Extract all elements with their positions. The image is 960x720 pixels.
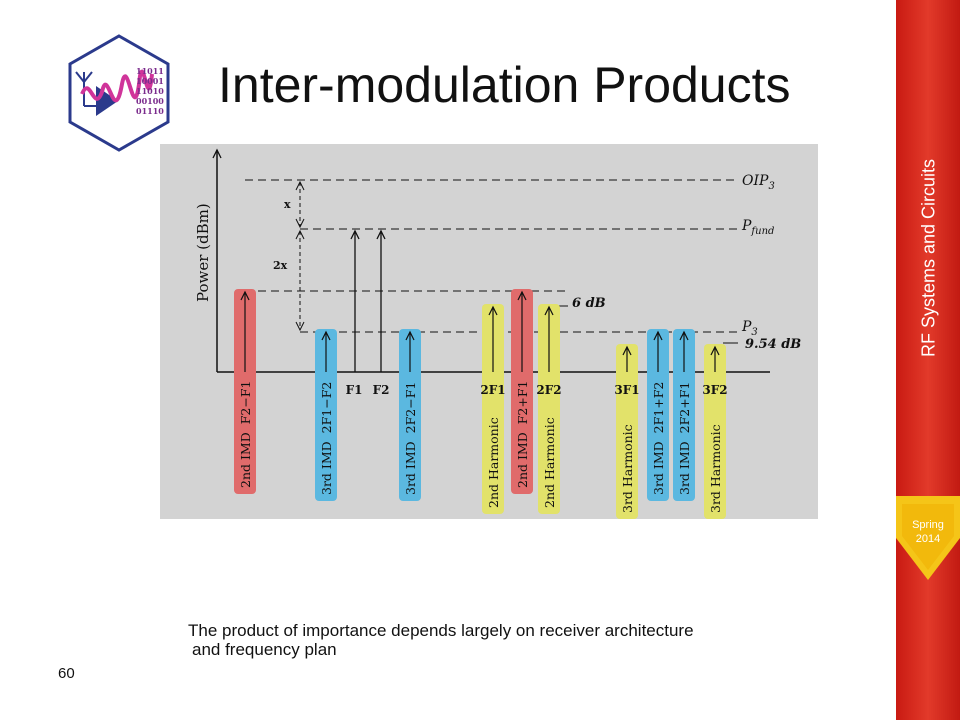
product-name: 2nd IMD <box>515 432 530 488</box>
product-arrow-head <box>517 290 527 301</box>
x-label: x <box>284 198 291 211</box>
two-x-label: 2x <box>273 259 288 272</box>
pfund-label: Pfund <box>741 218 774 237</box>
product-band: 3rd IMD 2F1+F2 <box>647 329 669 501</box>
course-title: RF Systems and Circuits <box>918 158 939 358</box>
product-band: 2nd Harmonic 2F1 <box>480 304 506 514</box>
sidebar-band <box>896 0 960 720</box>
product-name: 3rd IMD <box>319 441 334 495</box>
product-name: 3rd IMD <box>651 441 666 495</box>
product-band-fill <box>399 329 421 501</box>
product-name: 3rd IMD <box>677 441 692 495</box>
product-band-fill <box>704 344 726 519</box>
product-band-fill <box>538 304 560 514</box>
product-band-fill <box>315 329 337 501</box>
fundamental-f1-arrow <box>350 229 360 372</box>
p3-label: P3 <box>741 319 758 338</box>
product-arrow-head <box>488 305 498 316</box>
product-arrow-head <box>240 290 250 301</box>
product-name: 2nd Harmonic <box>486 417 501 508</box>
product-label: 2nd Harmonic <box>486 417 501 508</box>
product-name: 2nd Harmonic <box>542 417 557 508</box>
product-frequency: F2+F1 <box>515 381 530 425</box>
product-band: 3rd IMD 2F2−F1 <box>399 329 421 501</box>
product-frequency: 2F2−F1 <box>403 382 418 434</box>
product-arrow-head <box>622 345 632 356</box>
two-x-dimension <box>295 229 305 332</box>
y-axis-label: Power (dBm) <box>194 203 212 302</box>
product-label: 3rd IMD 2F1−F2 <box>319 382 334 495</box>
svg-text:11010: 11010 <box>136 86 164 96</box>
product-frequency: 2F2+F1 <box>677 382 692 434</box>
fundamental-f2-label: F2 <box>373 383 390 397</box>
product-band-fill <box>482 304 504 514</box>
product-band: 2nd Harmonic 2F2 <box>536 304 562 514</box>
product-band-fill <box>234 289 256 494</box>
product-frequency: 2F1 <box>480 383 505 397</box>
product-label: 2nd IMD F2+F1 <box>515 381 530 488</box>
product-arrow-head <box>321 330 331 341</box>
product-band-fill <box>673 329 695 501</box>
six-db-label: 6 dB <box>572 296 606 311</box>
product-label: 3rd Harmonic <box>620 424 635 513</box>
product-label: 3rd IMD 2F2−F1 <box>403 382 418 495</box>
product-frequency: 2F2 <box>536 383 561 397</box>
university-logo: 11011 10001 11010 00100 01110 <box>68 34 170 152</box>
product-band-fill <box>511 289 533 494</box>
binary-text: 11011 10001 11010 00100 01110 <box>136 66 164 116</box>
product-frequency: F2−F1 <box>238 381 253 425</box>
product-label: 2nd Harmonic <box>542 417 557 508</box>
slide-number: 60 <box>58 665 75 682</box>
oip3-label: OIP3 <box>742 173 775 192</box>
product-bands: 2nd IMD F2−F1 3rd IMD 2F1−F2 3rd IMD 2F2−F1 2n… <box>234 289 728 519</box>
product-frequency: 3F2 <box>702 383 727 397</box>
product-frequency: 2F1−F2 <box>319 382 334 434</box>
nine-db-label: 9.54 dB <box>745 337 801 352</box>
intermodulation-diagram: Power (dBm) OIP3 Pfund P3 6 dB 9.54 dB x… <box>160 144 818 519</box>
product-label: 3rd IMD 2F1+F2 <box>651 382 666 495</box>
product-name: 3rd Harmonic <box>708 424 723 513</box>
svg-text:10001: 10001 <box>136 76 164 86</box>
product-arrow-head <box>679 330 689 341</box>
product-band-fill <box>616 344 638 519</box>
product-band: 3rd Harmonic 3F2 <box>702 344 728 519</box>
slide-title: Inter-modulation Products <box>218 57 791 113</box>
fundamental-f1-label: F1 <box>346 383 363 397</box>
product-label: 3rd IMD 2F2+F1 <box>677 382 692 495</box>
product-label: 3rd Harmonic <box>708 424 723 513</box>
product-arrow-head <box>544 305 554 316</box>
product-label: 2nd IMD F2−F1 <box>238 381 253 488</box>
term-badge <box>896 496 960 580</box>
svg-text:11011: 11011 <box>136 66 164 76</box>
product-name: 2nd IMD <box>238 432 253 488</box>
product-arrow-head <box>405 330 415 341</box>
product-band: 3rd IMD 2F1−F2 <box>315 329 337 501</box>
product-arrow-head <box>710 345 720 356</box>
product-arrow-head <box>653 330 663 341</box>
product-name: 3rd IMD <box>403 441 418 495</box>
product-name: 3rd Harmonic <box>620 424 635 513</box>
fundamental-f2-arrow <box>376 229 386 372</box>
product-frequency: 2F1+F2 <box>651 382 666 434</box>
waveform-icon <box>80 69 154 103</box>
svg-text:01110: 01110 <box>136 106 164 116</box>
product-band: 2nd IMD F2−F1 <box>234 289 256 494</box>
product-band: 3rd IMD 2F2+F1 <box>673 329 695 501</box>
product-band-fill <box>647 329 669 501</box>
product-band: 3rd Harmonic 3F1 <box>614 344 640 519</box>
product-band: 2nd IMD F2+F1 <box>511 289 533 494</box>
svg-text:00100: 00100 <box>136 96 164 106</box>
caption-text: The product of importance depends largel… <box>188 621 694 659</box>
x-dimension <box>295 180 305 229</box>
product-frequency: 3F1 <box>614 383 639 397</box>
